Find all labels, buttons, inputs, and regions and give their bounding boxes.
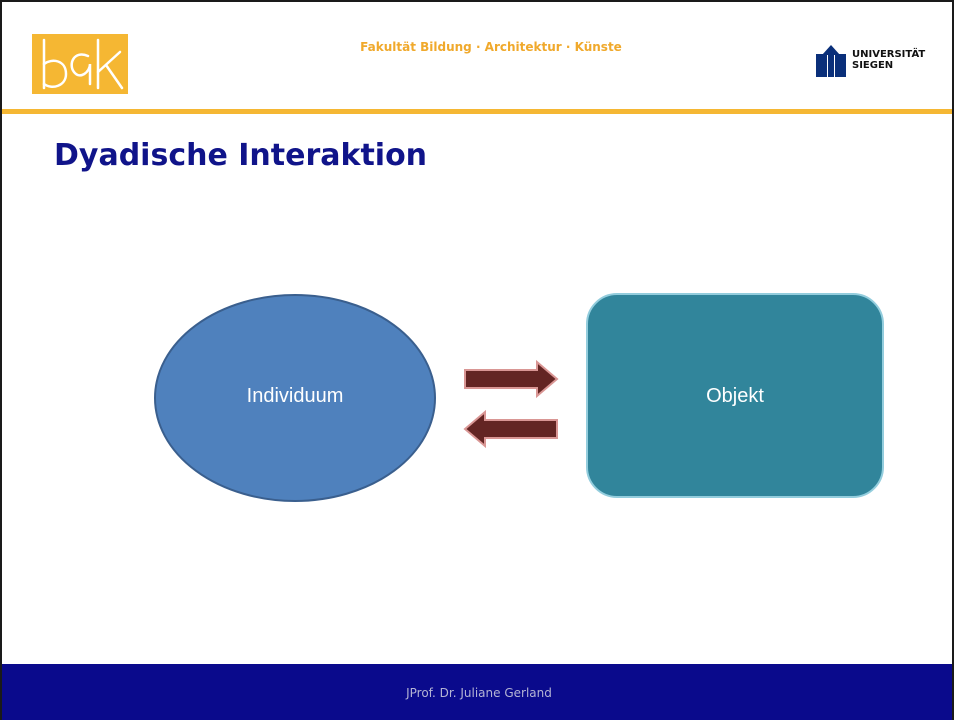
footer-bar: JProf. Dr. Juliane Gerland	[2, 664, 952, 720]
faculty-name: Fakultät Bildung · Architektur · Künste	[360, 40, 622, 54]
university-line-1: UNIVERSITÄT	[852, 49, 926, 60]
university-line-2: SIEGEN	[852, 60, 894, 71]
individuum-node	[154, 294, 436, 502]
arrow-left	[463, 409, 558, 449]
footer-author: JProf. Dr. Juliane Gerland	[406, 686, 552, 700]
header-divider	[2, 109, 952, 114]
arrow-right	[464, 359, 559, 399]
objekt-label: Objekt	[706, 385, 764, 407]
university-name: UNIVERSITÄT SIEGEN	[852, 49, 925, 71]
objekt-node	[586, 293, 884, 498]
individuum-label: Individuum	[246, 385, 344, 407]
university-mark-icon	[816, 45, 846, 77]
slide-title: Dyadische Interaktion	[54, 138, 428, 173]
bak-logo	[32, 34, 128, 94]
university-logo: UNIVERSITÄT SIEGEN	[816, 45, 946, 77]
